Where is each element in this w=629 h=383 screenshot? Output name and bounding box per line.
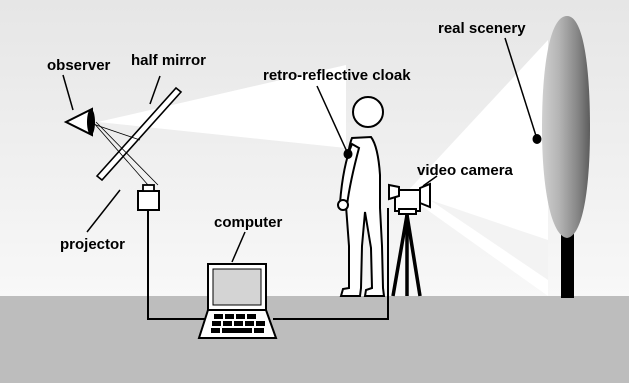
computer-label: computer — [214, 214, 283, 231]
real-scenery-shape — [542, 16, 590, 238]
projector-label: projector — [60, 236, 125, 253]
retro-reflective-cloak-label: retro-reflective cloak — [263, 67, 411, 84]
projector-cable — [147, 210, 208, 320]
person-hand — [337, 199, 349, 211]
half-mirror-label: half mirror — [131, 52, 206, 69]
optical-line — [95, 121, 159, 186]
video-camera — [388, 182, 431, 215]
observer-pupil — [87, 109, 95, 135]
camera-mount — [398, 208, 417, 215]
laptop-keyboard — [211, 314, 265, 333]
projection-light-beam — [98, 65, 346, 148]
camera-lens — [419, 182, 431, 209]
scenery-trunk — [561, 232, 574, 298]
camera-view-beam — [430, 200, 548, 280]
computer-leader-line — [231, 231, 246, 263]
half-mirror — [95, 86, 183, 182]
observer-label: observer — [47, 57, 111, 74]
camera-leader-line — [422, 175, 438, 187]
video-camera-label: video camera — [417, 162, 514, 179]
camera-cable — [273, 208, 389, 320]
person-head — [352, 96, 384, 128]
cloaked-person — [337, 96, 386, 297]
projector-leader-line — [86, 189, 121, 233]
projector-lens — [142, 184, 155, 192]
optical-line — [92, 121, 149, 186]
optical-line — [92, 123, 141, 141]
real-scenery-label: real scenery — [438, 20, 526, 37]
scenery-leader-line — [504, 37, 538, 140]
observer-leader-line — [62, 74, 74, 111]
half-mirror-leader-line — [149, 75, 161, 105]
tripod — [391, 214, 422, 297]
laptop-screen — [212, 268, 262, 306]
cloak-leader-line — [316, 85, 349, 155]
camera-eyepiece — [388, 183, 400, 201]
floor — [0, 296, 629, 383]
projector-body — [137, 190, 160, 211]
